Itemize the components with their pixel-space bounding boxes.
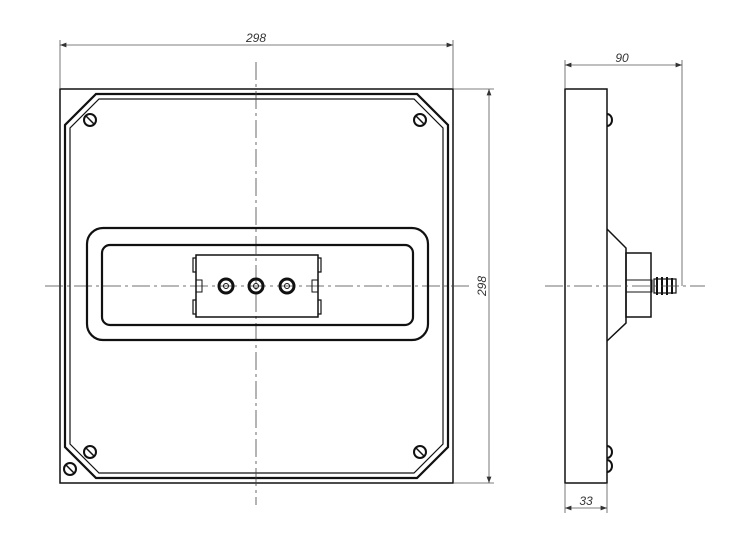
side-boss — [606, 228, 627, 342]
side-view — [545, 60, 705, 513]
height-dimension-label: 298 — [475, 276, 489, 297]
screw-icon — [606, 459, 613, 473]
screw-icon — [606, 113, 613, 127]
side-housing — [625, 252, 652, 318]
gasket-inner — [69, 98, 444, 474]
depth-dimension-label: 90 — [615, 51, 629, 65]
connector-pins — [217, 277, 296, 295]
body-dimension-label: 33 — [579, 494, 593, 508]
gasket-outer — [63, 92, 450, 480]
front-dimensions — [59, 40, 494, 484]
screw-icon — [63, 462, 77, 476]
handle-inner — [100, 243, 415, 327]
side-screws — [606, 113, 613, 473]
front-view — [45, 40, 494, 505]
screw-icon — [606, 445, 613, 459]
screw-icon — [413, 445, 427, 459]
width-dimension-label: 298 — [245, 31, 266, 45]
screw-icon — [83, 113, 97, 127]
side-dimensions — [564, 60, 683, 513]
handle-outer — [85, 226, 430, 342]
screw-icon — [413, 113, 427, 127]
screw-icon — [83, 445, 97, 459]
screws — [63, 113, 427, 476]
